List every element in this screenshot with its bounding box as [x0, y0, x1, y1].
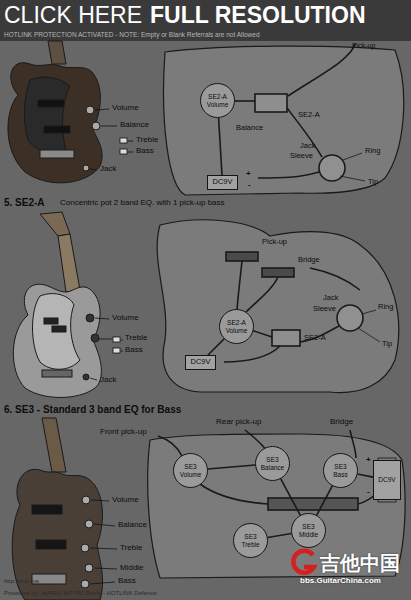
part-label: Bass [125, 346, 143, 355]
part-label: Balance [120, 121, 149, 130]
node-text: DC9V [190, 358, 210, 366]
part-label: Balance [118, 521, 147, 530]
section-subtitle: Concentric pot 2 band EQ. with 1 pick-up… [60, 199, 225, 208]
pot-symbol: SE2-A Volume [219, 309, 254, 344]
wire [358, 474, 373, 477]
banner-text: FULL RESOLUTION [150, 3, 366, 28]
watermark: bbs.GuitarChina.com [300, 577, 381, 586]
part-label: Jack [100, 376, 116, 385]
part-label: Balance [236, 124, 263, 132]
pot-symbol: SE3 Volume [173, 453, 208, 488]
part-label: Volume [112, 496, 139, 505]
part-label: Front pick-up [100, 428, 147, 437]
part-label: SE2-A [304, 334, 326, 342]
polarity-mark: + [246, 170, 251, 179]
node-text: SE3 Treble [237, 533, 265, 547]
battery-box: DC9V [373, 460, 401, 500]
battery-box: DC9V [185, 355, 216, 370]
part-label: Bass [136, 147, 154, 156]
url-text: http://truit.me [4, 578, 39, 585]
polarity-mark: - [248, 181, 251, 190]
part-label: Bridge [298, 256, 320, 264]
node-text: SE3 Bass [327, 463, 355, 477]
battery-box: DC9V [207, 175, 238, 190]
part-label: SE2-A [298, 111, 320, 119]
part-label: Rear pick-up [216, 418, 261, 427]
pot-symbol: SE2-A Volume [200, 83, 235, 118]
wire [208, 465, 255, 469]
node-text: SE3 Volume [177, 463, 205, 477]
watermark: 吉他中国 [320, 552, 400, 574]
pot-symbol: SE3 Treble [233, 523, 268, 558]
pin-label: Sleeve [290, 152, 313, 160]
part-label: Pick-up [352, 42, 375, 50]
pin-label: Tip [368, 178, 378, 186]
banner-text: CLICK HERE [4, 3, 142, 28]
wire [317, 486, 333, 515]
part-label: Treble [120, 544, 142, 553]
part-label: Jack [323, 294, 338, 302]
polarity-mark: - [367, 488, 370, 497]
notice-text: HOTLINK PROTECTION ACTIVATED - NOTE: Emp… [4, 31, 260, 38]
wire [208, 339, 224, 355]
node-text: SE3 Middle [295, 523, 323, 537]
pin-label: Ring [365, 147, 380, 155]
part-label: Jack [100, 165, 116, 174]
polarity-mark: + [366, 456, 371, 465]
node-text: SE2-A Volume [204, 93, 232, 107]
part-label: Jack [300, 142, 315, 150]
pin-label: Ring [378, 303, 393, 311]
part-label: Bass [118, 577, 136, 586]
part-label: Middle [120, 564, 144, 573]
wire [219, 118, 222, 175]
wire [281, 479, 300, 515]
part-label: Bridge [330, 418, 353, 427]
node-text: DC9V [378, 476, 395, 483]
part-label: Pick-up [262, 238, 287, 246]
part-label: Treble [125, 334, 147, 343]
section-title: 5. SE2-A [4, 197, 45, 208]
node-text: SE3 Balance [259, 456, 287, 470]
part-label: Volume [112, 104, 139, 113]
node-text: SE2-A Volume [223, 319, 251, 333]
pot-symbol: SE3 Middle [291, 513, 326, 548]
pin-label: Tip [382, 340, 392, 348]
pot-symbol: SE3 Balance [255, 446, 290, 481]
wire [268, 534, 292, 538]
part-label: Treble [136, 136, 158, 145]
section-title: 6. SE3 - Standard 3 band EQ for Bass [4, 404, 181, 415]
pot-symbol: SE3 Bass [323, 453, 358, 488]
footer-text: Protected by: MyREV WP-PICShield - HOTLI… [4, 590, 157, 597]
node-text: DC9V [212, 178, 232, 186]
part-label: Volume [112, 314, 139, 323]
pin-label: Sleeve [313, 305, 336, 313]
